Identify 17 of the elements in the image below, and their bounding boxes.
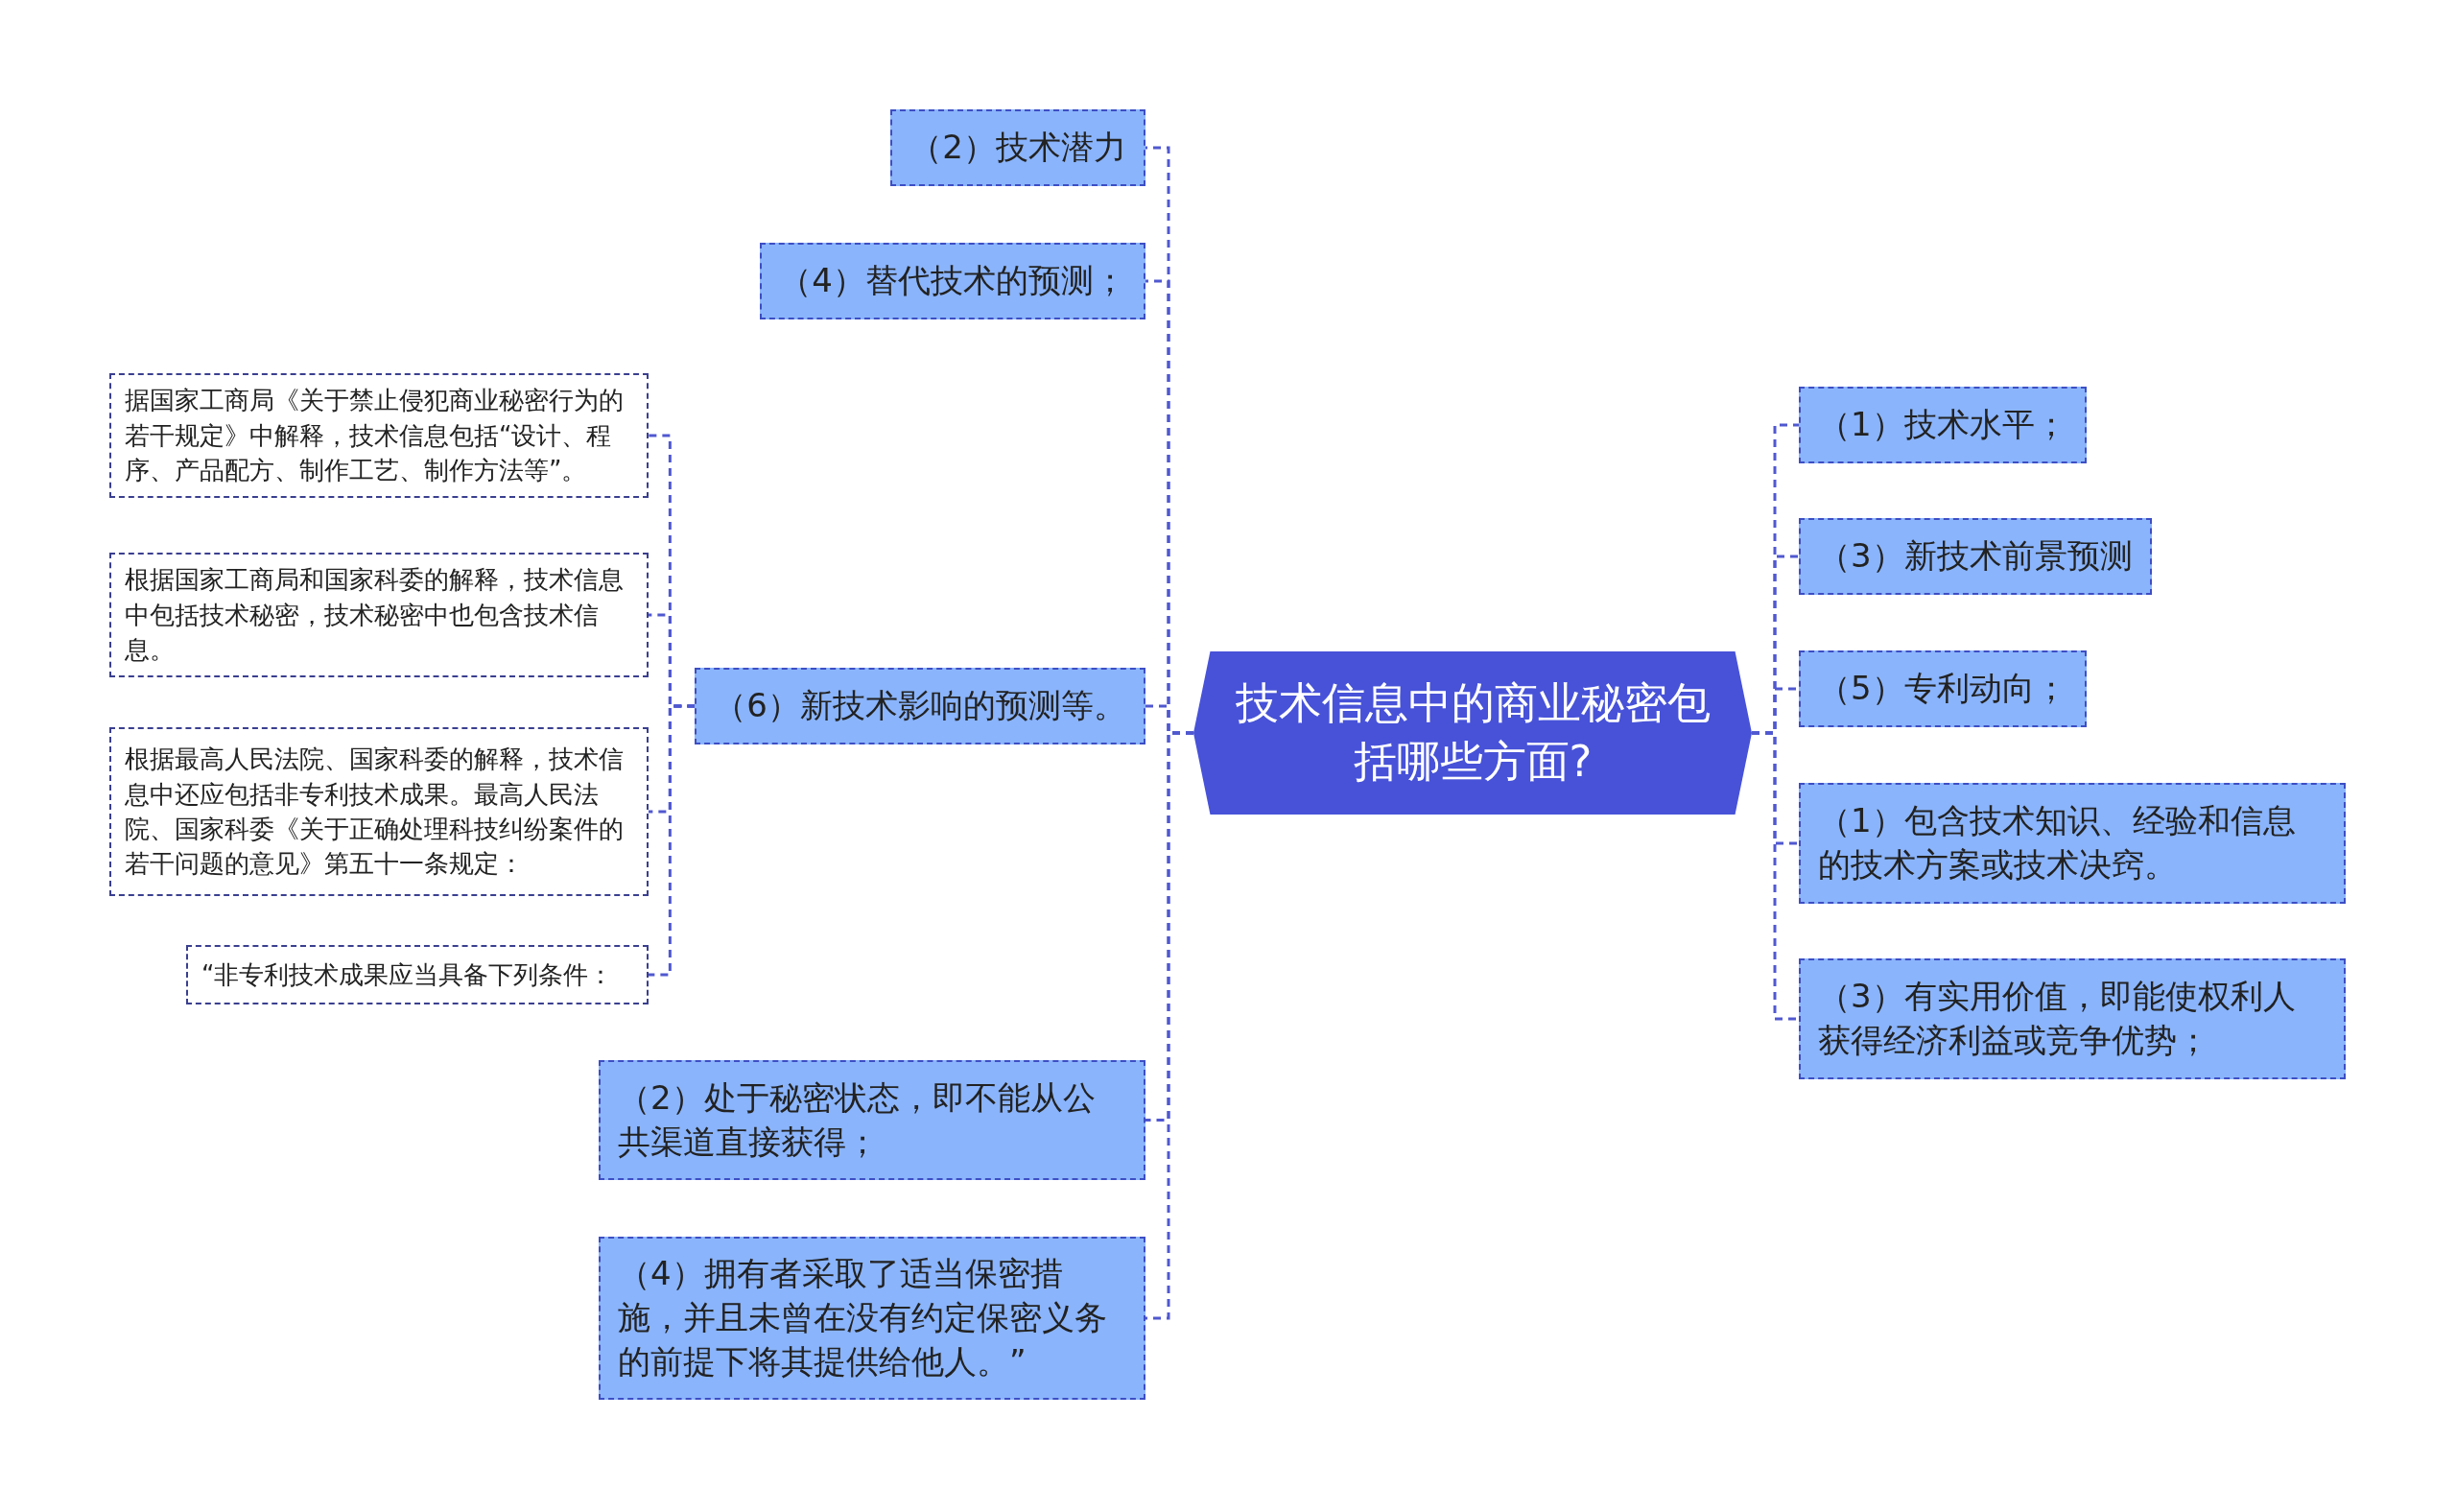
connector-line — [649, 704, 696, 977]
connector-line — [1752, 731, 1799, 1021]
note-box: 据国家工商局《关于禁止侵犯商业秘密行为的若干规定》中解释，技术信息包括“设计、程序、产品配方、制作工艺、制作方法等”。 — [109, 373, 649, 498]
topic-box: （2）处于秘密状态，即不能从公共渠道直接获得； — [599, 1060, 1145, 1180]
topic-box: （4）替代技术的预测； — [760, 243, 1145, 319]
topic-box: （4）拥有者采取了适当保密措施，并且未曾在没有约定保密义务的前提下将其提供给他人。” — [599, 1237, 1145, 1400]
note-box: 根据国家工商局和国家科委的解释，技术信息中包括技术秘密，技术秘密中也包含技术信息。 — [109, 553, 649, 677]
topic-box: （1）包含技术知识、经验和信息的技术方案或技术决窍。 — [1799, 783, 2346, 904]
topic-box: （3）有实用价值，即能使权利人获得经济利益或竞争优势； — [1799, 958, 2346, 1079]
topic-box: （2）技术潜力 — [890, 109, 1145, 186]
topic-box: （1）技术水平； — [1799, 387, 2087, 463]
topic-box: （6）新技术影响的预测等。 — [695, 668, 1145, 744]
note-box: “非专利技术成果应当具备下列条件： — [186, 945, 649, 1004]
central-topic: 技术信息中的商业秘密包括哪些方面? — [1193, 651, 1752, 815]
topic-box: （3）新技术前景预测 — [1799, 518, 2152, 595]
note-box: 根据最高人民法院、国家科委的解释，技术信息中还应包括非专利技术成果。最高人民法院、国家科委《关于正确处理科技纠纷案件的若干问题的意见》第五十一条规定： — [109, 727, 649, 896]
topic-box: （5）专利动向； — [1799, 650, 2087, 727]
